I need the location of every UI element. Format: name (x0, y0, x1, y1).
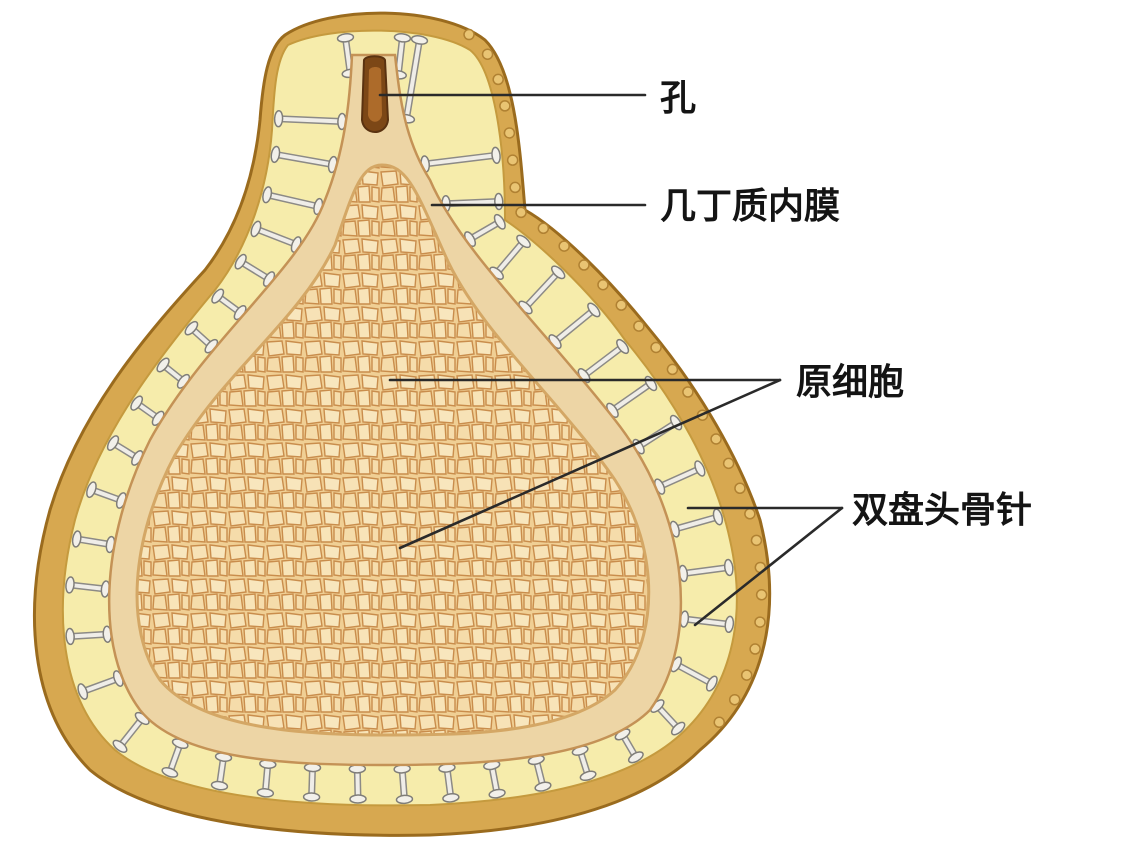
coat-bump (616, 300, 626, 310)
coat-bump (757, 590, 767, 600)
coat-bump (745, 509, 755, 519)
coat-bump (683, 387, 693, 397)
pore-label: 孔 (660, 78, 696, 119)
coat-bump (667, 364, 677, 374)
coat-bump (634, 321, 644, 331)
archaeocytes-label: 原细胞 (796, 362, 904, 403)
coat-bump (598, 280, 608, 290)
coat-bump (504, 128, 514, 138)
coat-bump (651, 342, 661, 352)
coat-bump (742, 670, 752, 680)
coat-bump (538, 223, 548, 233)
coat-bump (559, 241, 569, 251)
coat-bump (735, 483, 745, 493)
coat-bump (724, 458, 734, 468)
coat-bump (493, 74, 503, 84)
coat-bump (483, 49, 493, 59)
coat-bump (579, 260, 589, 270)
coat-bump (755, 617, 765, 627)
coat-bump (508, 155, 518, 165)
coat-bump (751, 535, 761, 545)
coat-bump (750, 644, 760, 654)
amphidisc-spicules-label: 双盘头骨针 (852, 489, 1032, 531)
coat-bump (500, 101, 510, 111)
coat-bump (711, 434, 721, 444)
coat-bump (464, 30, 474, 40)
coat-bump (730, 695, 740, 705)
coat-bump (714, 717, 724, 727)
chitin-membrane-label: 几丁质内膜 (660, 186, 840, 227)
coat-bump (516, 207, 526, 217)
coat-bump (510, 182, 520, 192)
